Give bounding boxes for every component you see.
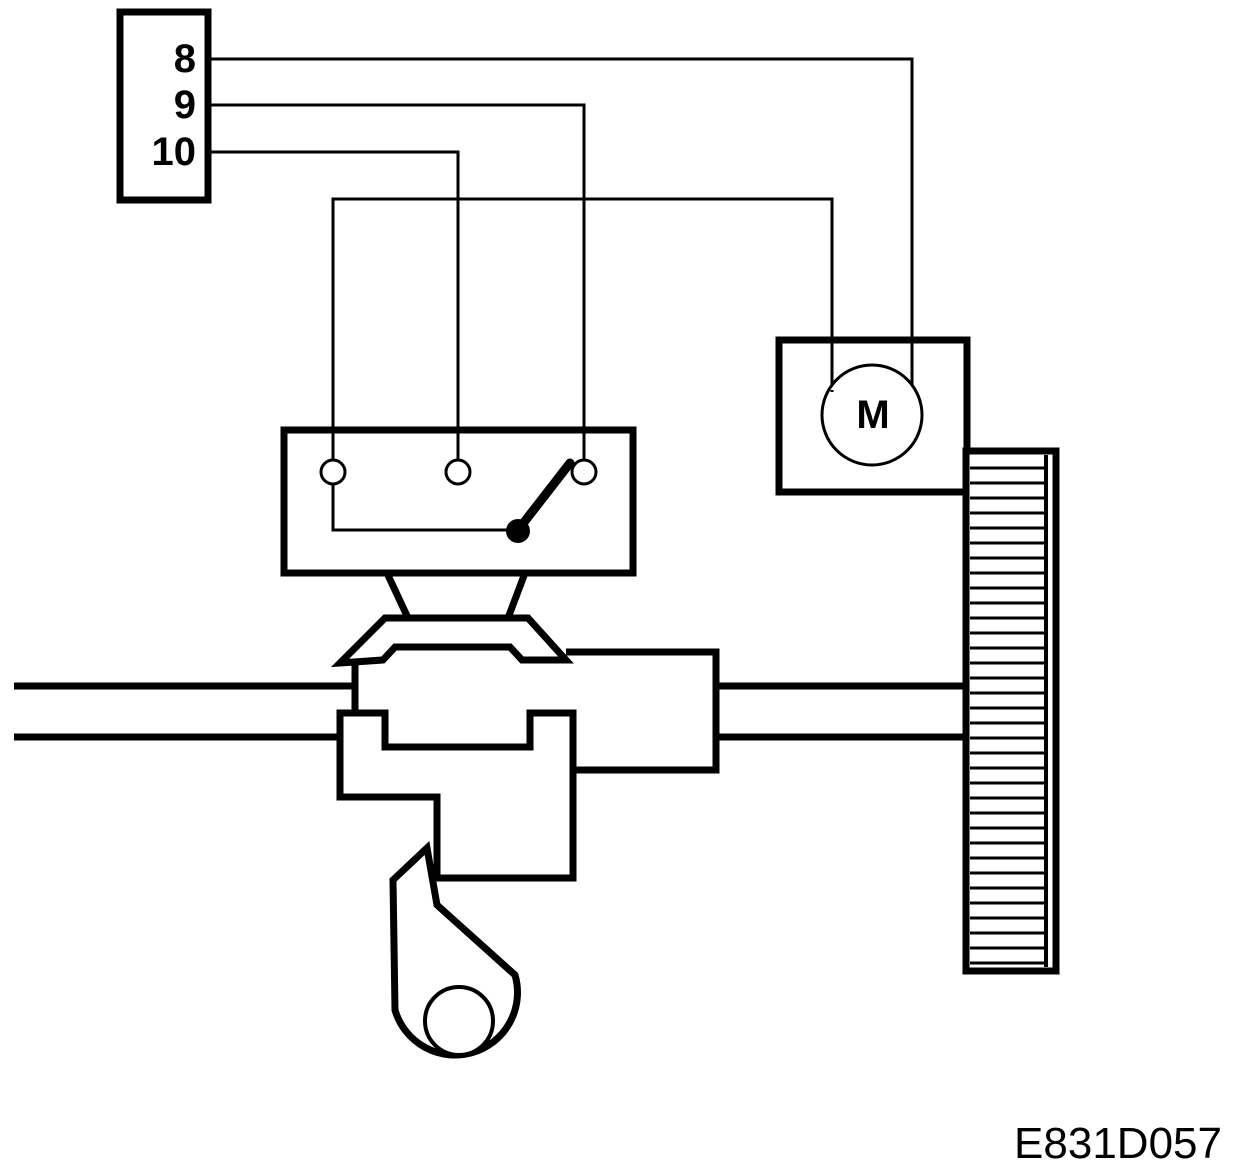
wire-pin9-switch	[210, 103, 586, 462]
switch-lever	[513, 458, 575, 535]
actuator-leg-right	[504, 571, 529, 620]
lever-roller	[389, 841, 521, 1059]
slider-notch	[383, 713, 532, 749]
upper-body-right	[566, 648, 720, 774]
figure-code: E831D057	[1014, 1119, 1222, 1168]
pin-label-8: 8	[174, 37, 196, 81]
pin-label-9: 9	[174, 83, 196, 127]
switch-pivot	[506, 519, 530, 543]
motor-symbol	[820, 363, 924, 467]
switch-terminal-common	[319, 458, 347, 486]
wire-pin8-motor	[210, 57, 914, 390]
cam-assembly	[330, 614, 720, 882]
shaft	[14, 682, 968, 741]
slider-body	[336, 709, 577, 882]
wire-pin10-switch	[210, 150, 460, 462]
switch-actuator	[383, 571, 529, 620]
cam-cap	[330, 614, 574, 668]
gear-teeth	[970, 466, 1046, 965]
switch-housing	[280, 426, 637, 577]
gear-body	[962, 447, 1060, 975]
motor: M	[775, 336, 971, 496]
switch-terminal-no	[570, 458, 598, 486]
actuator-leg-left	[383, 571, 412, 620]
roller	[423, 985, 495, 1057]
connector-body	[116, 8, 212, 204]
wire-switch-motor	[331, 197, 834, 462]
switch-terminal-nc	[444, 458, 472, 486]
motor-label: M	[856, 393, 889, 437]
motor-housing	[775, 336, 971, 496]
gear	[962, 447, 1060, 975]
wiring	[210, 57, 914, 462]
switch	[280, 426, 637, 577]
connector: 8 9 10	[116, 8, 212, 204]
pin-label-10: 10	[152, 130, 197, 174]
switch-internal-wire	[331, 482, 518, 532]
